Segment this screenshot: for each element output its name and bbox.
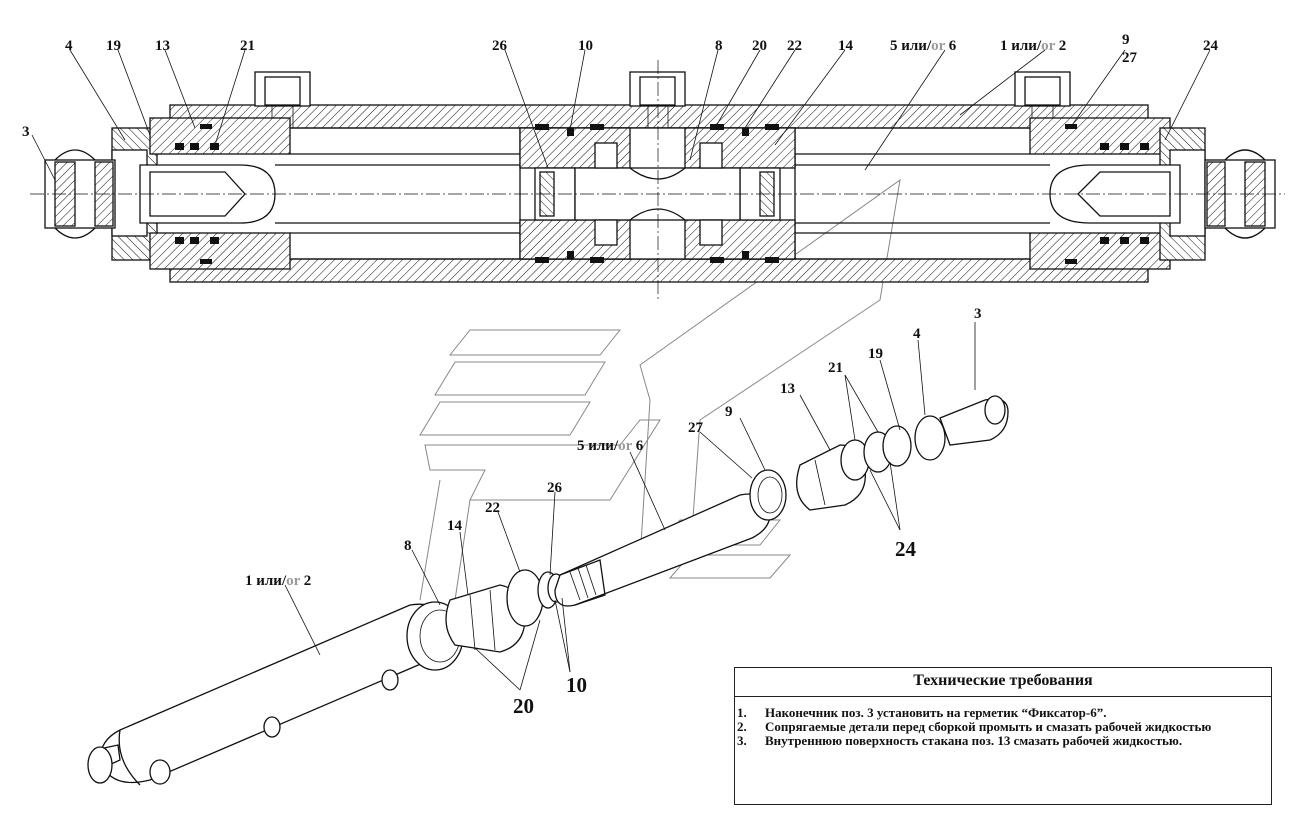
label-top-21: 21 bbox=[240, 38, 255, 54]
label-top-5-or-6: 5 или/or 6 bbox=[890, 38, 957, 54]
technical-requirements-list: 1.Наконечник поз. 3 установить на гермет… bbox=[735, 706, 1271, 748]
piston-assembly bbox=[519, 124, 796, 263]
requirement-item: 1.Наконечник поз. 3 установить на гермет… bbox=[737, 705, 1107, 720]
exploded-view: 3 4 19 21 13 9 27 24 5 или/or 6 26 22 14… bbox=[87, 306, 1009, 786]
label-exp-19: 19 bbox=[868, 346, 883, 362]
exploded-rod-end-3 bbox=[939, 395, 1009, 446]
label-top-14: 14 bbox=[838, 38, 854, 54]
label-exp-9: 9 bbox=[725, 404, 733, 420]
label-top-1-or-2: 1 или/or 2 bbox=[1000, 38, 1066, 54]
requirement-item: 2.Сопрягаемые детали перед сборкой промы… bbox=[737, 719, 1212, 734]
label-exp-3: 3 bbox=[974, 306, 982, 322]
label-exp-1-or-2: 1 или/or 2 bbox=[245, 573, 311, 589]
label-exp-5-or-6: 5 или/or 6 bbox=[577, 438, 644, 454]
label-exp-14: 14 bbox=[447, 518, 463, 534]
label-top-27: 27 bbox=[1122, 50, 1138, 66]
exploded-barrel bbox=[87, 603, 452, 786]
exploded-ring-22 bbox=[506, 569, 544, 627]
label-exp-27: 27 bbox=[688, 420, 704, 436]
barrel-top-wall bbox=[169, 104, 1149, 129]
label-exp-10: 10 bbox=[566, 673, 587, 697]
label-top-8: 8 bbox=[715, 38, 723, 54]
label-top-20: 20 bbox=[752, 38, 767, 54]
label-exp-13: 13 bbox=[780, 381, 795, 397]
label-exp-4: 4 bbox=[913, 326, 921, 342]
label-exp-20: 20 bbox=[513, 694, 534, 718]
section-view: 4 19 13 21 26 10 8 20 22 14 5 или/or 6 1… bbox=[22, 32, 1285, 300]
label-top-9: 9 bbox=[1122, 32, 1130, 48]
exploded-rod bbox=[554, 493, 771, 607]
technical-requirements-box: Технические требования 1.Наконечник поз.… bbox=[734, 667, 1272, 805]
label-top-13: 13 bbox=[155, 38, 170, 54]
port-middle bbox=[629, 71, 686, 128]
label-exp-24: 24 bbox=[895, 537, 917, 561]
exploded-part-4 bbox=[914, 415, 946, 461]
title-divider bbox=[735, 696, 1271, 697]
technical-requirements-title: Технические требования bbox=[913, 672, 1093, 689]
label-exp-22: 22 bbox=[485, 500, 500, 516]
label-exp-26: 26 bbox=[547, 480, 563, 496]
exploded-ring-9 bbox=[749, 469, 787, 521]
label-top-3: 3 bbox=[22, 124, 30, 140]
label-top-4: 4 bbox=[65, 38, 73, 54]
label-top-26: 26 bbox=[492, 38, 508, 54]
label-exp-8: 8 bbox=[404, 538, 412, 554]
exploded-leaders bbox=[284, 322, 976, 691]
label-top-19: 19 bbox=[106, 38, 121, 54]
label-exp-21: 21 bbox=[828, 360, 843, 376]
requirement-item: 3.Внутреннюю поверхность стакана поз. 13… bbox=[737, 733, 1183, 748]
label-top-22: 22 bbox=[787, 38, 802, 54]
top-leaders bbox=[31, 49, 1211, 181]
port-left bbox=[254, 71, 311, 128]
barrel-bottom-wall bbox=[169, 258, 1149, 283]
port-right bbox=[1014, 71, 1071, 128]
label-top-24: 24 bbox=[1203, 38, 1219, 54]
label-top-10: 10 bbox=[578, 38, 593, 54]
exploded-ring-19 bbox=[882, 425, 912, 467]
